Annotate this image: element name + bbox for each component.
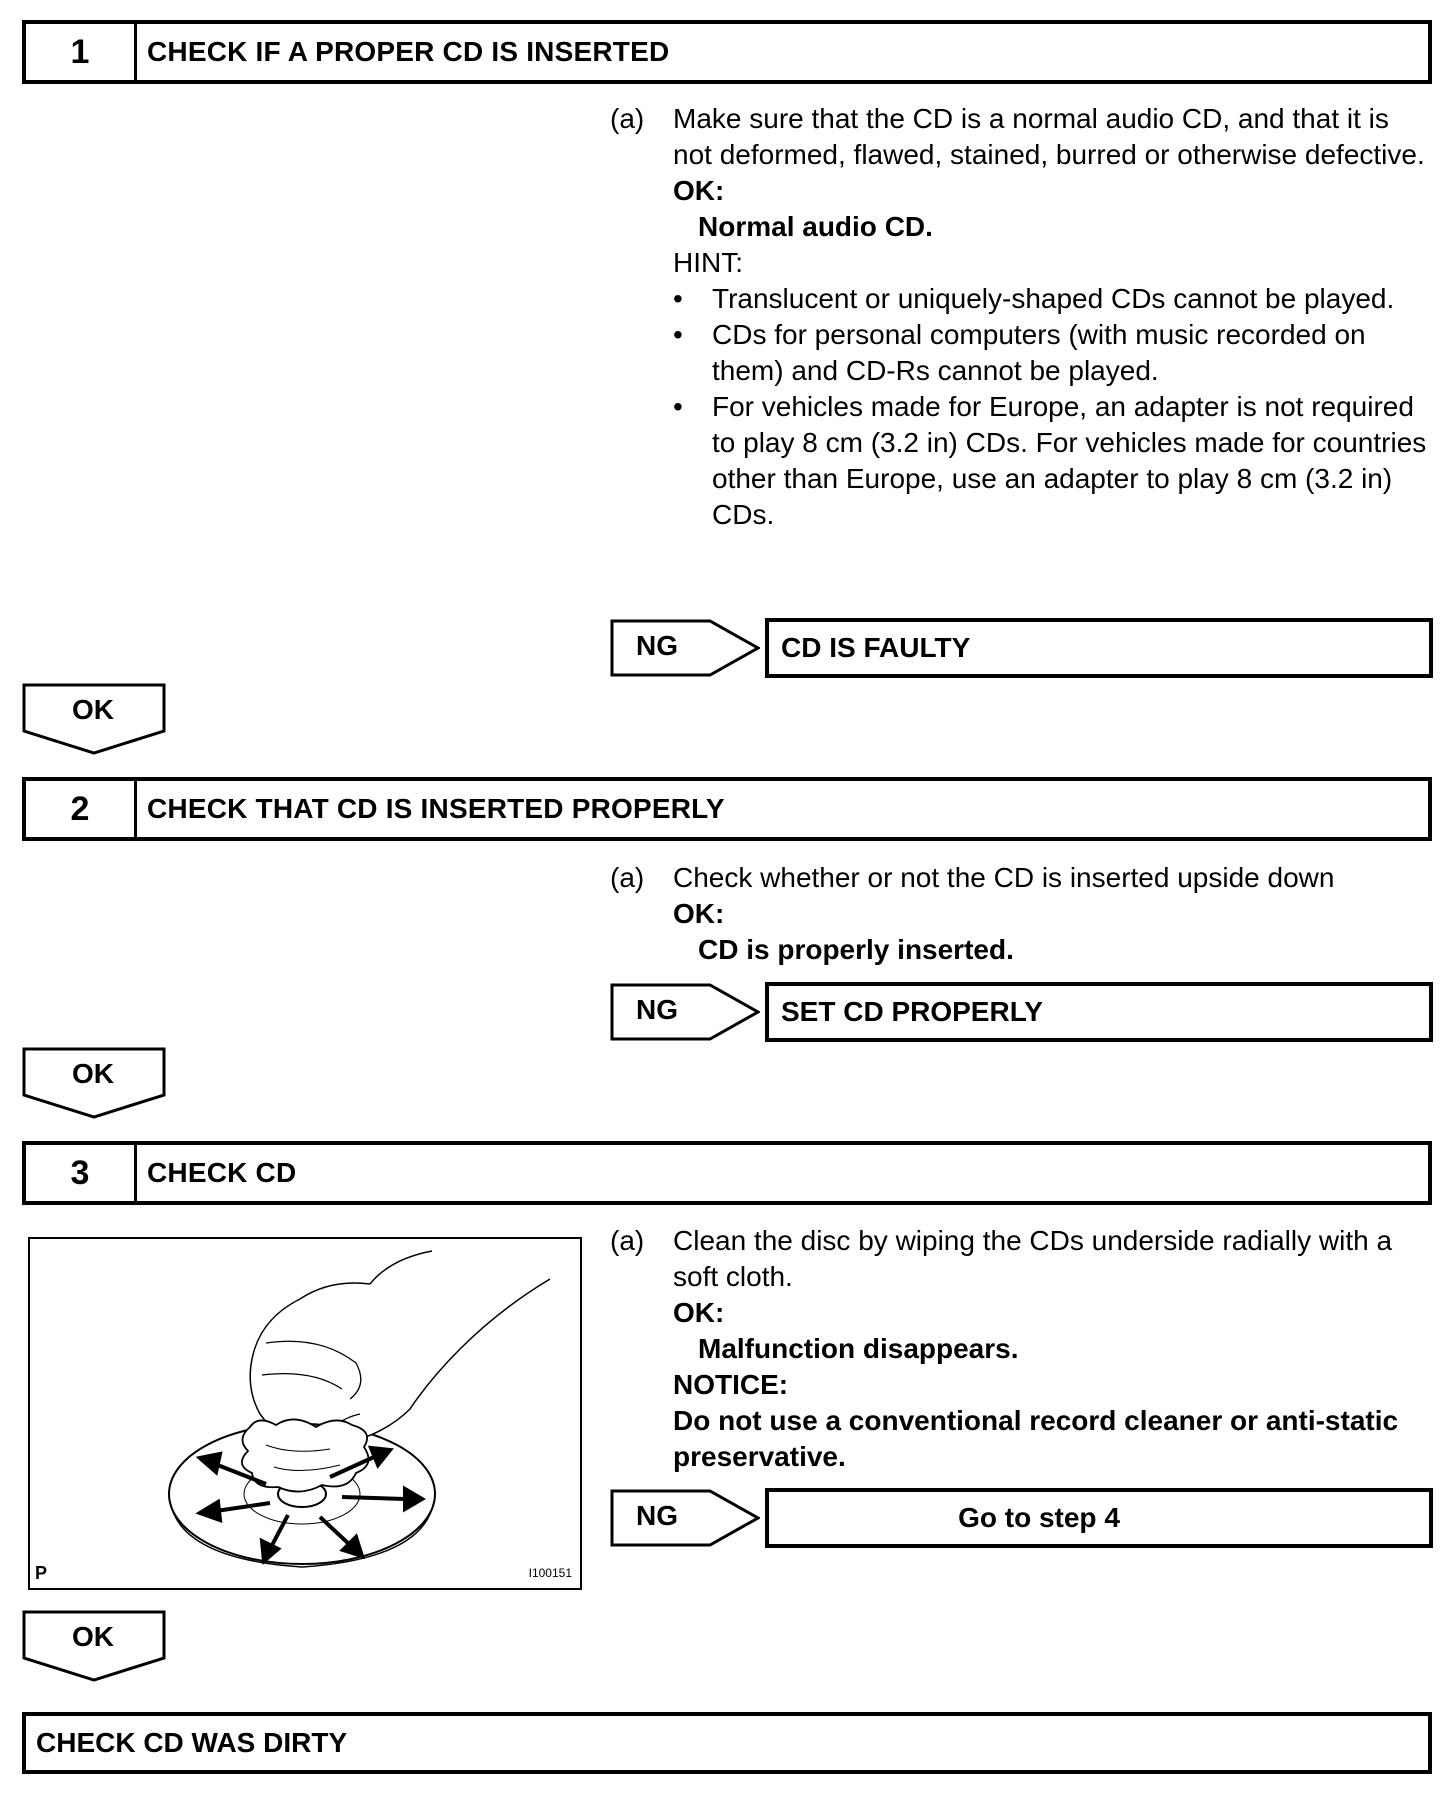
- ng-label: NG: [622, 1500, 692, 1532]
- hint-item: • Translucent or uniquely-shaped CDs can…: [673, 281, 1430, 317]
- ng-label: NG: [622, 994, 692, 1026]
- bullet-mark: •: [673, 281, 712, 317]
- hint-item: • CDs for personal computers (with music…: [673, 317, 1430, 389]
- hint-label: HINT:: [673, 245, 1430, 281]
- figure-id: I100151: [529, 1566, 572, 1580]
- ok-label: OK:: [673, 1295, 1430, 1331]
- item-text: Check whether or not the CD is inserted …: [673, 860, 1430, 896]
- bullet-mark: •: [673, 317, 712, 389]
- step-2-header: 2 CHECK THAT CD IS INSERTED PROPERLY: [22, 777, 1432, 841]
- step-title: CHECK CD: [137, 1145, 296, 1201]
- step-1-instructions: (a) Make sure that the CD is a normal au…: [610, 101, 1430, 533]
- ok-value: Malfunction disappears.: [673, 1331, 1430, 1367]
- ng-result-box: CD IS FAULTY: [765, 618, 1433, 678]
- cd-wiping-drawing: [30, 1239, 580, 1588]
- hint-item: • For vehicles made for Europe, an adapt…: [673, 389, 1430, 533]
- step-title: CHECK THAT CD IS INSERTED PROPERLY: [137, 781, 725, 837]
- bullet-mark: •: [673, 389, 712, 533]
- notice-text: Do not use a conventional record cleaner…: [673, 1403, 1430, 1475]
- ng-result-box: SET CD PROPERLY: [765, 982, 1433, 1042]
- hint-text: For vehicles made for Europe, an adapter…: [712, 389, 1430, 533]
- ok-arrow-label: OK: [22, 1621, 164, 1653]
- step-number: 1: [26, 24, 137, 80]
- step-3-header: 3 CHECK CD: [22, 1141, 1432, 1205]
- ok-label: OK:: [673, 173, 1430, 209]
- ng-label: NG: [622, 630, 692, 662]
- ok-arrow-label: OK: [22, 1058, 164, 1090]
- ok-label: OK:: [673, 896, 1430, 932]
- step-1-header: 1 CHECK IF A PROPER CD IS INSERTED: [22, 20, 1432, 84]
- illustration-corner-label: P: [35, 1563, 47, 1584]
- item-label: (a): [610, 101, 673, 533]
- ng-result-box: Go to step 4: [765, 1488, 1433, 1548]
- step-title: CHECK IF A PROPER CD IS INSERTED: [137, 24, 669, 80]
- hint-text: CDs for personal computers (with music r…: [712, 317, 1430, 389]
- step-2-instructions: (a) Check whether or not the CD is inser…: [610, 860, 1430, 968]
- item-text: Make sure that the CD is a normal audio …: [673, 101, 1430, 173]
- hint-text: Translucent or uniquely-shaped CDs canno…: [712, 281, 1430, 317]
- step-number: 2: [26, 781, 137, 837]
- notice-label: NOTICE:: [673, 1367, 1430, 1403]
- step-3-instructions: (a) Clean the disc by wiping the CDs und…: [610, 1223, 1430, 1475]
- ok-value: Normal audio CD.: [673, 209, 1430, 245]
- step-number: 3: [26, 1145, 137, 1201]
- cd-cleaning-illustration: P I100151: [28, 1237, 582, 1590]
- final-result-box: CHECK CD WAS DIRTY: [22, 1712, 1432, 1774]
- item-label: (a): [610, 860, 673, 968]
- item-text: Clean the disc by wiping the CDs undersi…: [673, 1223, 1430, 1295]
- ok-arrow-label: OK: [22, 694, 164, 726]
- item-label: (a): [610, 1223, 673, 1475]
- ok-value: CD is properly inserted.: [673, 932, 1430, 968]
